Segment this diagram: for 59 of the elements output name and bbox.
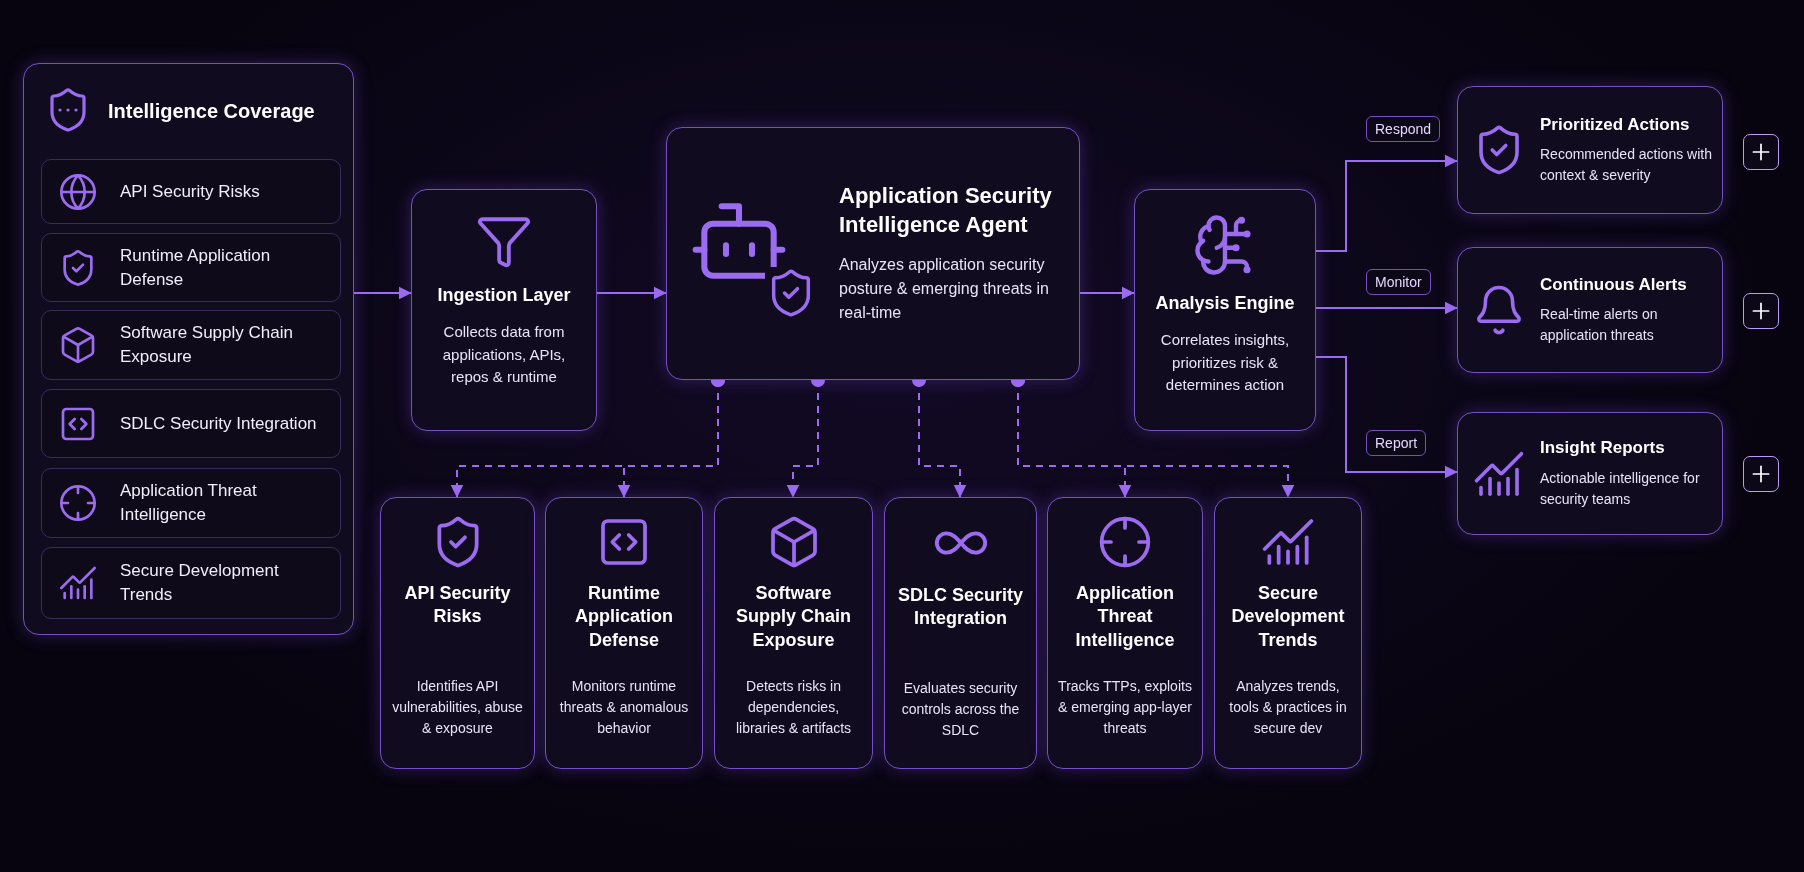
arrow: [1315, 356, 1458, 479]
arrow: [1079, 286, 1135, 300]
output-card: [1457, 86, 1723, 214]
node-description: Evaluates security controls across the SDLC: [900, 679, 1021, 740]
category-card: [714, 497, 873, 769]
node-description: Analyzes trends, tools & practices in secure dev: [1228, 677, 1348, 738]
output-card: [1457, 247, 1723, 373]
node-title: API Security Risks: [403, 582, 512, 629]
list-item: [41, 233, 341, 302]
node-title: Prioritized Actions: [1540, 113, 1691, 136]
node-title: Application Threat Intelligence: [1074, 582, 1176, 652]
category-card: [545, 497, 703, 769]
item-label: Secure Development Trends: [120, 560, 280, 606]
node-title: Software Supply Chain Exposure: [735, 582, 852, 652]
arrow: [1315, 301, 1458, 315]
group-panel: [23, 63, 354, 635]
node-description: Detects risks in dependencies, libraries & artifacts: [734, 677, 853, 738]
node-description: Real-time alerts on application threats: [1540, 305, 1659, 346]
node-title: Insight Reports: [1540, 437, 1666, 460]
arrow: [596, 286, 667, 300]
edge-label: Report: [1366, 430, 1427, 456]
node-title: Secure Development Trends: [1230, 582, 1346, 652]
node-title: Application Security Intelligence Agent: [839, 181, 1053, 239]
category-card: [884, 497, 1037, 769]
category-card: [1047, 497, 1203, 769]
list-item: [41, 159, 341, 224]
edge-label: Monitor: [1366, 269, 1431, 295]
process-card: [1134, 189, 1316, 431]
list-item: [41, 310, 341, 380]
node-title: Analysis Engine: [1155, 292, 1295, 315]
node-description: Actionable intelligence for security teams: [1540, 468, 1701, 509]
node-description: Monitors runtime threats & anomalous behavior: [558, 677, 690, 738]
process-card: [411, 189, 597, 431]
node-description: Collects data from applications, APIs, repos & runtime: [441, 322, 567, 388]
node-description: Identifies API vulnerabilities, abuse & exposure: [391, 677, 524, 738]
node-description: Recommended actions with context & severity: [1540, 145, 1713, 186]
category-card: [1214, 497, 1362, 769]
item-label: Runtime Application Defense: [120, 244, 272, 291]
list-item: [41, 389, 341, 458]
node-title: Ingestion Layer: [437, 284, 571, 307]
edge-label: Respond: [1366, 116, 1441, 142]
node-title: Runtime Application Defense: [574, 582, 674, 652]
item-label: SDLC Security Integration: [120, 412, 317, 435]
output-card: [1457, 412, 1723, 535]
node-description: Tracks TTPs, exploits & emerging app-layer threats: [1058, 677, 1192, 738]
node-title: Continuous Alerts: [1540, 273, 1688, 296]
category-card: [380, 497, 535, 769]
arrow: [353, 286, 412, 300]
node-description: Analyzes application security posture & emerging threats in real-time: [839, 255, 1050, 324]
list-item: [41, 547, 341, 619]
item-label: Software Supply Chain Exposure: [120, 322, 294, 368]
arrow: [1315, 154, 1458, 252]
node-title: SDLC Security Integration: [896, 584, 1024, 631]
item-label: API Security Risks: [120, 180, 260, 203]
item-label: Application Threat Intelligence: [120, 480, 258, 526]
list-item: [41, 468, 341, 538]
node-description: Correlates insights, prioritizes risk & determines action: [1159, 330, 1291, 396]
agent-card: [666, 127, 1080, 380]
panel-heading: Intelligence Coverage: [108, 99, 315, 124]
